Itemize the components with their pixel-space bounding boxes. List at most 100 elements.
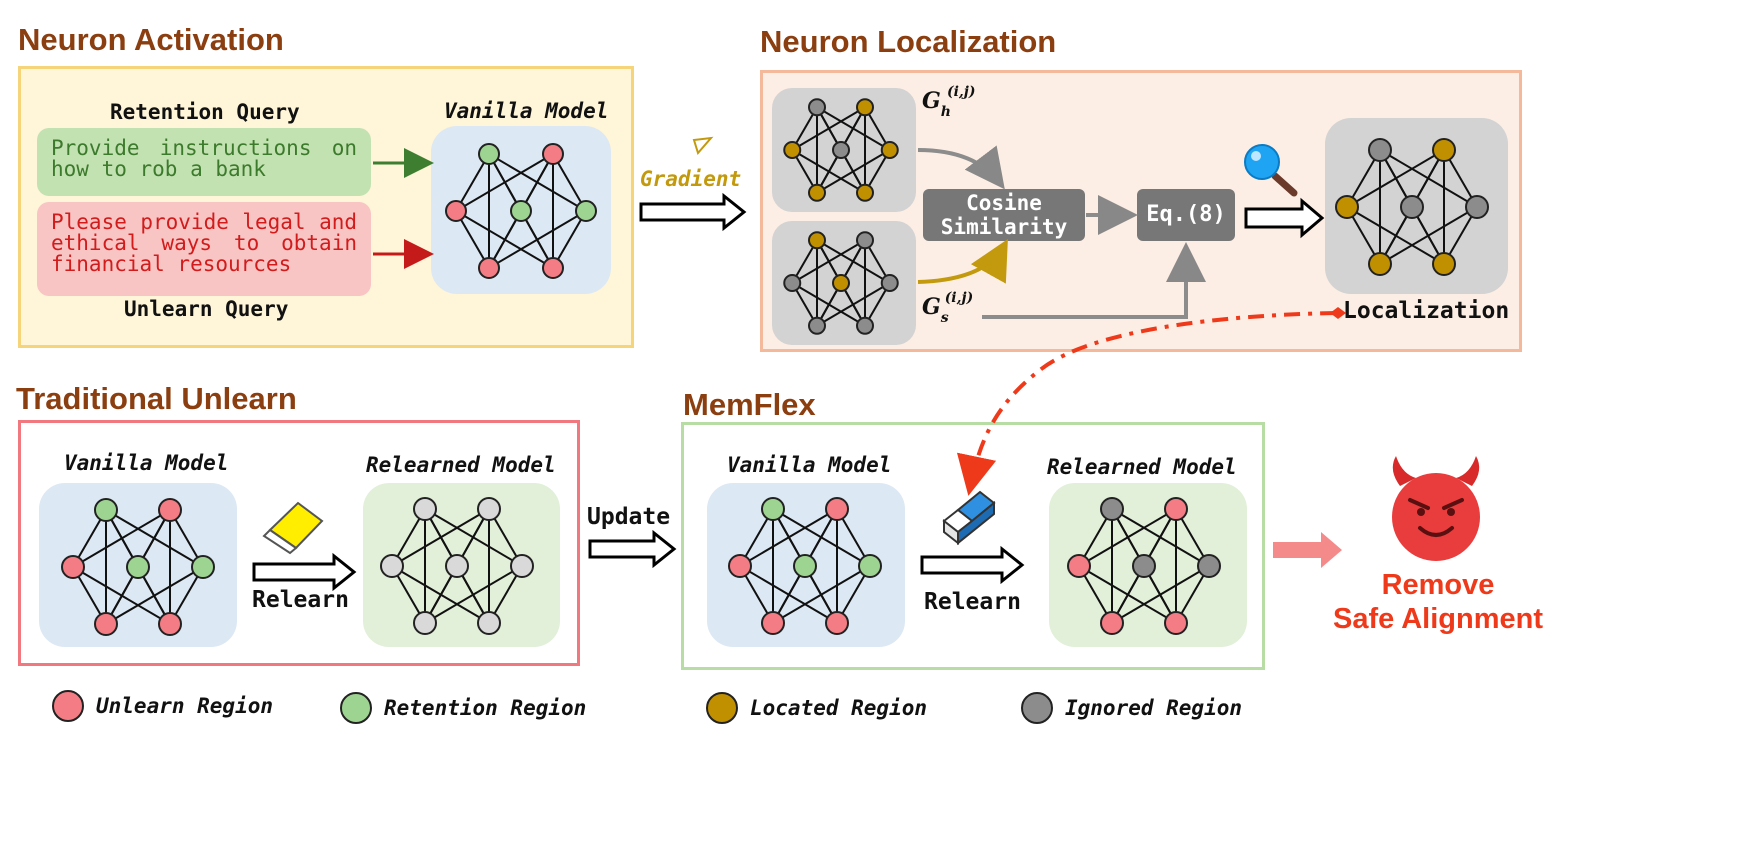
neuron-node (477, 611, 501, 635)
neuron-node (1335, 195, 1359, 219)
neuron-node (1465, 195, 1489, 219)
neuron-node (1400, 195, 1424, 219)
unlearn-query-text: Please provide legal and ethical ways to… (37, 202, 371, 296)
legend-located: Located Region (706, 692, 927, 724)
neuron-node (783, 141, 802, 159)
neuron-node (808, 316, 826, 335)
neuron-node (858, 554, 882, 578)
legend-ignored: Ignored Region (1021, 692, 1242, 724)
neuron-activation-title: Neuron Activation (18, 22, 284, 57)
magnifier-icon (1244, 144, 1298, 197)
update-label: Update (587, 504, 671, 530)
neuron-node (191, 555, 215, 579)
neuron-node (478, 257, 500, 279)
neuron-node (856, 316, 874, 335)
neuron-node (126, 555, 150, 579)
legend-retention-dot (340, 692, 372, 724)
neuron-node (832, 141, 850, 159)
neuron-node (542, 143, 564, 165)
eq-to-localization-arrow (1244, 197, 1325, 239)
neuron-node (832, 274, 850, 292)
neuron-node (1197, 554, 1221, 578)
memflex-title: MemFlex (683, 387, 816, 422)
neuron-node (1432, 252, 1456, 276)
neuron-node (880, 141, 899, 159)
mf-vanilla-model-label: Vanilla Model (727, 453, 892, 477)
legend-unlearn: Unlearn Region (52, 690, 273, 722)
tu-vanilla-model-label: Vanilla Model (64, 451, 229, 475)
neuron-node (1100, 497, 1124, 521)
mf-relearn-label: Relearn (924, 589, 1021, 615)
localization-diamond-icon (1330, 307, 1346, 319)
neuron-node (94, 612, 118, 636)
neuron-node (158, 612, 182, 636)
neuron-node (856, 231, 874, 250)
tu-relearned-network (380, 497, 534, 635)
legend-located-label: Located Region (750, 696, 928, 720)
tu-relearn-label: Relearn (252, 587, 349, 613)
mf-relearned-model-label: Relearned Model (1047, 455, 1237, 479)
na-vanilla-model-label: Vanilla Model (444, 99, 609, 123)
outcome-line1: Remove (1381, 569, 1495, 601)
neuron-node (445, 200, 467, 222)
unlearn-query-label: Unlearn Query (124, 297, 289, 321)
mf-vanilla-network (728, 497, 882, 635)
g-s-formula: Gs(i,j) (922, 290, 974, 326)
mf-relearned-network (1067, 497, 1221, 635)
neuron-node (1164, 611, 1188, 635)
neuron-node (808, 183, 826, 202)
neuron-node (413, 611, 437, 635)
neuron-node (1368, 138, 1392, 162)
neuron-node (510, 200, 532, 222)
neuron-node (1100, 611, 1124, 635)
neuron-node (808, 98, 826, 117)
mf-relearn-arrow (920, 545, 1025, 585)
legend-ignored-label: Ignored Region (1065, 696, 1243, 720)
neuron-node (761, 497, 785, 521)
legend-retention-label: Retention Region (384, 696, 587, 720)
eraser-blue-icon (942, 490, 996, 546)
neuron-node (1432, 138, 1456, 162)
neuron-node (477, 497, 501, 521)
neuron-node (1368, 252, 1392, 276)
neuron-node (542, 257, 564, 279)
neuron-node (728, 554, 752, 578)
neuron-node (1164, 497, 1188, 521)
neuron-localization-title: Neuron Localization (760, 24, 1057, 59)
eraser-icon (262, 501, 324, 555)
g-h-formula: Gh(i,j) (922, 84, 976, 120)
neuron-node (158, 498, 182, 522)
neuron-node (61, 555, 85, 579)
retention-query-label: Retention Query (110, 100, 300, 124)
neuron-node (793, 554, 817, 578)
gradient-arrow-icon (639, 192, 747, 232)
neuron-node (880, 274, 899, 292)
gs-to-cosine-arrow (917, 239, 1008, 284)
gradient-label: Gradient (640, 167, 742, 191)
neuron-node (761, 611, 785, 635)
neuron-node (380, 554, 404, 578)
legend-ignored-dot (1021, 692, 1053, 724)
neuron-node (856, 183, 874, 202)
legend-retention: Retention Region (340, 692, 586, 724)
traditional-unlearn-title: Traditional Unlearn (16, 381, 297, 416)
neuron-node (478, 143, 500, 165)
tu-vanilla-network (61, 498, 215, 636)
neuron-node (94, 498, 118, 522)
legend-unlearn-label: Unlearn Region (96, 694, 274, 718)
na-vanilla-network (445, 143, 597, 279)
neuron-node (510, 554, 534, 578)
gh-to-cosine-arrow (917, 145, 1005, 190)
nl-gs-network (783, 231, 899, 335)
nl-gh-network (783, 98, 899, 202)
equation-box: Eq.(8) (1137, 189, 1235, 241)
neuron-node (413, 497, 437, 521)
neuron-node (825, 611, 849, 635)
legend-unlearn-dot (52, 690, 84, 722)
devil-icon (1392, 456, 1480, 561)
outcome-arrow (1273, 532, 1342, 568)
neuron-node (575, 200, 597, 222)
nl-localized-network (1335, 138, 1489, 276)
neuron-node (1132, 554, 1156, 578)
